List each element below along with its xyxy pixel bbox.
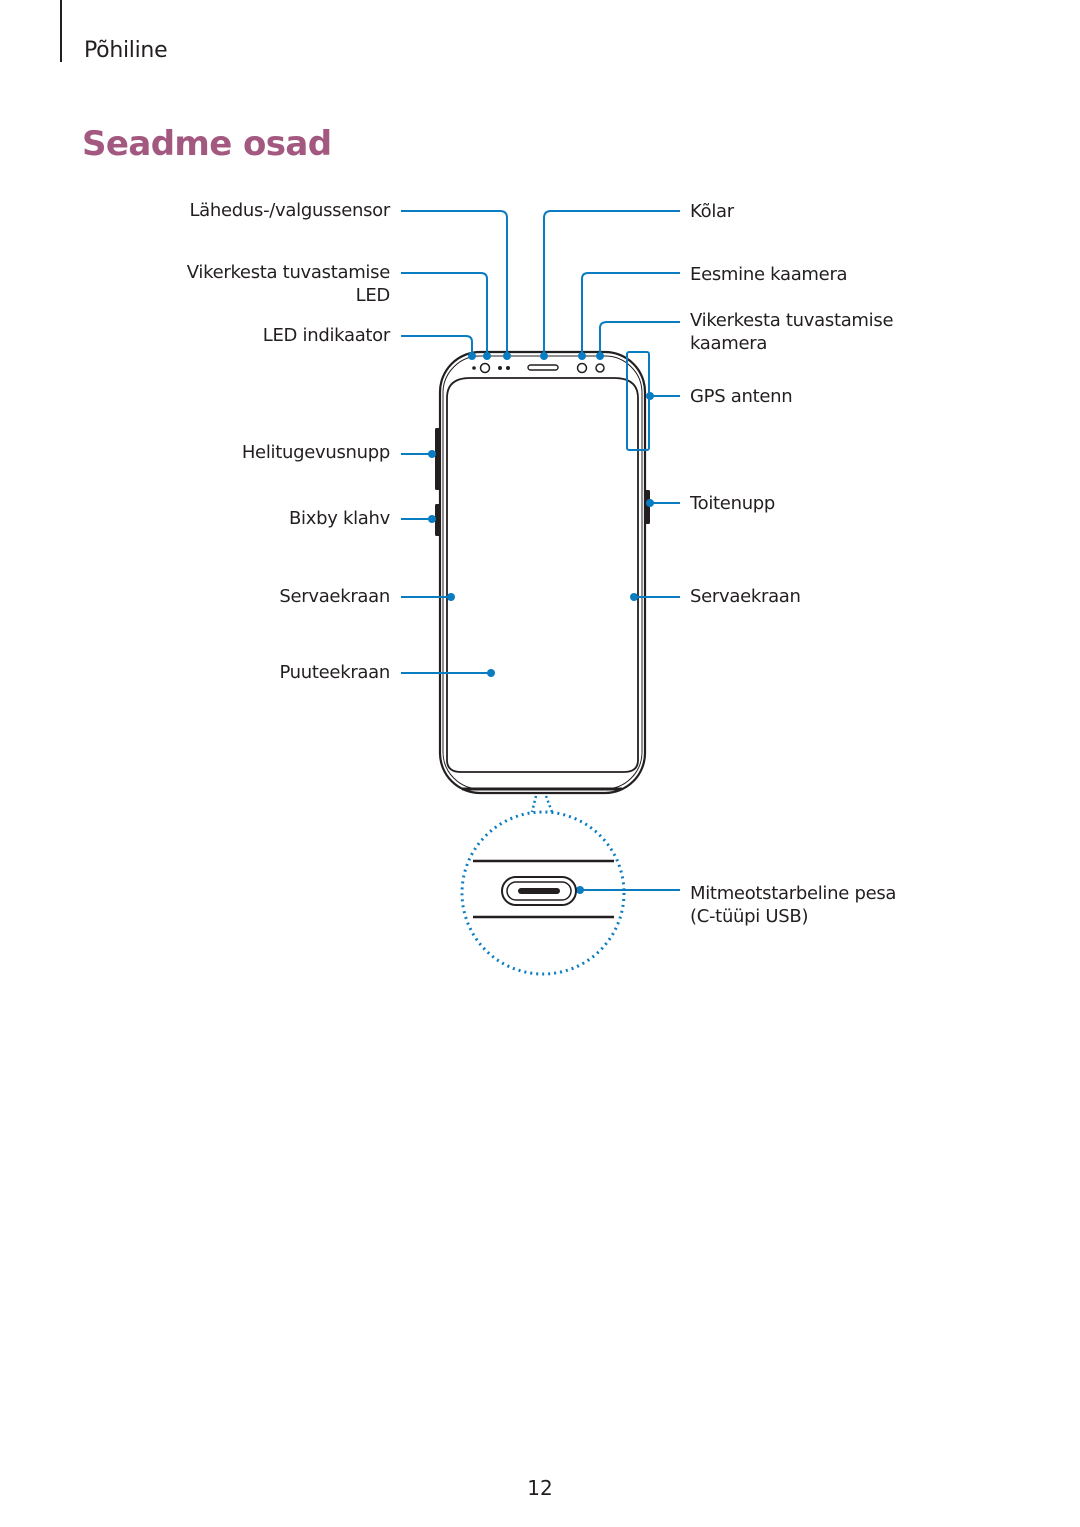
page-number: 12 (527, 1476, 553, 1500)
label-iris-led: Vikerkesta tuvastamise LED (186, 262, 391, 306)
label-proximity-sensor: Lähedus-/valgussensor (189, 200, 390, 221)
label-edge-screen-left: Servaekraan (279, 586, 390, 607)
label-volume-key: Helitugevusnupp (241, 442, 390, 463)
label-touchscreen: Puuteekraan (279, 662, 390, 683)
label-bixby-key: Bixby klahv (288, 508, 390, 529)
gps-antenna-highlight (626, 351, 650, 451)
label-led-indicator: LED indikaator (262, 325, 391, 346)
label-gps-antenna: GPS antenn (690, 386, 793, 407)
label-power-key: Toitenupp (690, 493, 776, 514)
label-iris-camera: Vikerkesta tuvastamise kaamera (690, 310, 894, 354)
page-title: Seadme osad (82, 124, 332, 164)
section-divider (60, 0, 62, 62)
right-callout-dots (540, 352, 654, 894)
usb-port-magnifier (460, 795, 626, 976)
section-label: Põhiline (84, 38, 168, 63)
label-front-camera: Eesmine kaamera (690, 264, 848, 285)
label-speaker: Kõlar (690, 201, 734, 222)
phone-illustration (435, 350, 650, 795)
left-callout-lines (401, 210, 508, 674)
label-usb-port: Mitmeotstarbeline pesa (C-tüüpi USB) (690, 883, 897, 927)
right-callout-lines (543, 210, 680, 891)
left-callout-dots (428, 352, 511, 677)
label-edge-screen-right: Servaekraan (690, 586, 801, 607)
